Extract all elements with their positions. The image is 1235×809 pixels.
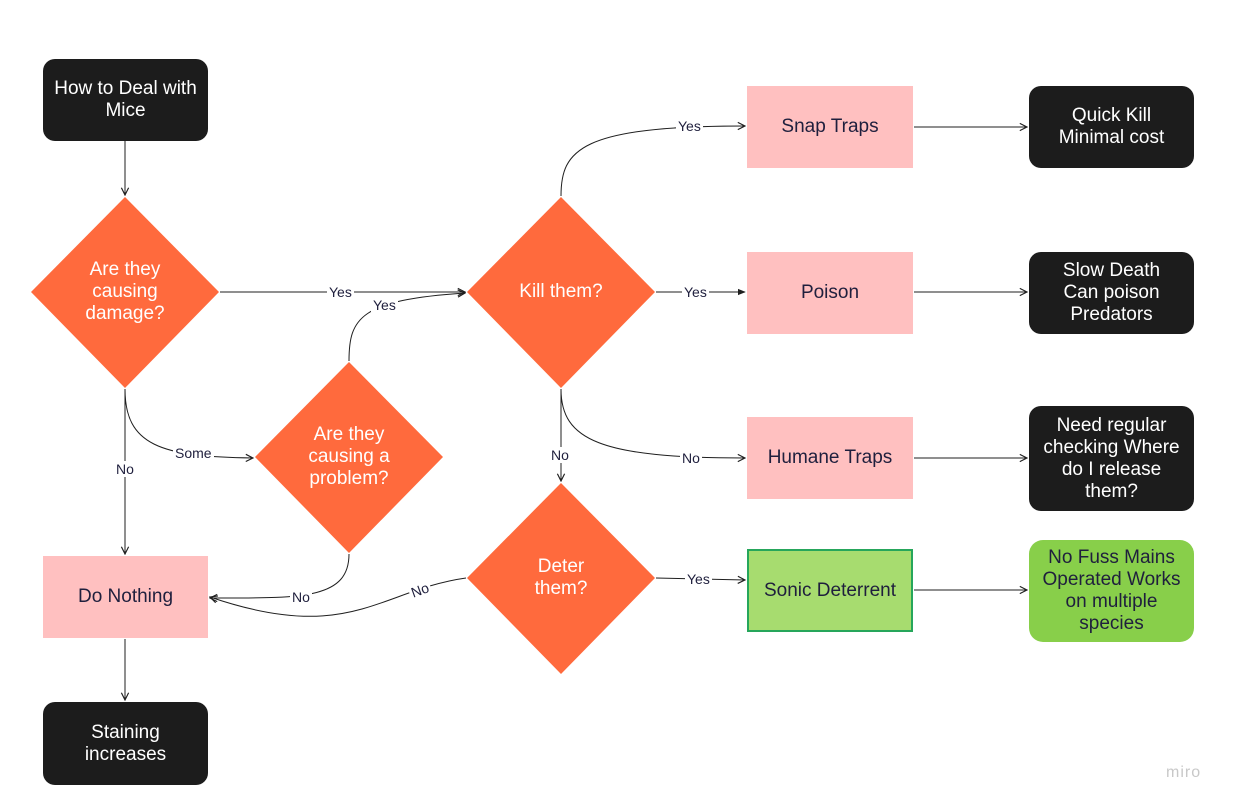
diamond-deter-them[interactable] (467, 483, 655, 674)
node-snap-traps[interactable]: Snap Traps (747, 86, 913, 168)
edge-deter-no (210, 577, 467, 617)
diamond-deter-them-label: Deter them? (534, 556, 588, 599)
miro-logo: miro (1166, 764, 1202, 781)
edge-kill-yes-snap (560, 126, 745, 197)
node-do-nothing[interactable]: Do Nothing (43, 556, 208, 638)
label-deter-yes: Yes (685, 571, 712, 587)
diamond-causing-problem-label: Are they causing a problem? (308, 424, 390, 489)
label-kill-no-deter: No (549, 447, 571, 463)
label-damage-no: No (114, 461, 136, 477)
label-damage-yes: Yes (327, 284, 354, 300)
node-humane-traps[interactable]: Humane Traps (747, 417, 913, 499)
outcome-snap-traps[interactable]: Quick Kill Minimal cost (1029, 86, 1194, 168)
diamond-causing-damage-label: Are they causing damage? (85, 259, 165, 324)
diamond-causing-damage[interactable] (31, 197, 219, 388)
label-damage-some: Some (173, 445, 214, 461)
node-sonic-deterrent[interactable]: Sonic Deterrent (747, 549, 913, 632)
label-problem-no: No (290, 589, 312, 605)
label-kill-yes-poison: Yes (682, 284, 709, 300)
node-start[interactable]: How to Deal with Mice (43, 59, 208, 141)
outcome-sonic-deterrent[interactable]: No Fuss Mains Operated Works on multiple… (1029, 540, 1194, 642)
label-problem-yes: Yes (371, 297, 398, 313)
edge-problem-yes (348, 293, 465, 362)
diamond-causing-problem[interactable] (255, 362, 443, 553)
edge-kill-no-humane (560, 388, 745, 458)
outcome-do-nothing[interactable]: Staining increases (43, 702, 208, 785)
edge-problem-no (210, 553, 350, 598)
diamond-kill-them[interactable] (467, 197, 655, 388)
outcome-poison[interactable]: Slow Death Can poison Predators (1029, 252, 1194, 334)
label-kill-yes-snap: Yes (676, 118, 703, 134)
node-poison[interactable]: Poison (747, 252, 913, 334)
edge-damage-some (124, 388, 253, 458)
label-kill-no-humane: No (680, 450, 702, 466)
outcome-humane-traps[interactable]: Need regular checking Where do I release… (1029, 406, 1194, 511)
diamond-kill-them-label: Kill them? (519, 281, 603, 302)
